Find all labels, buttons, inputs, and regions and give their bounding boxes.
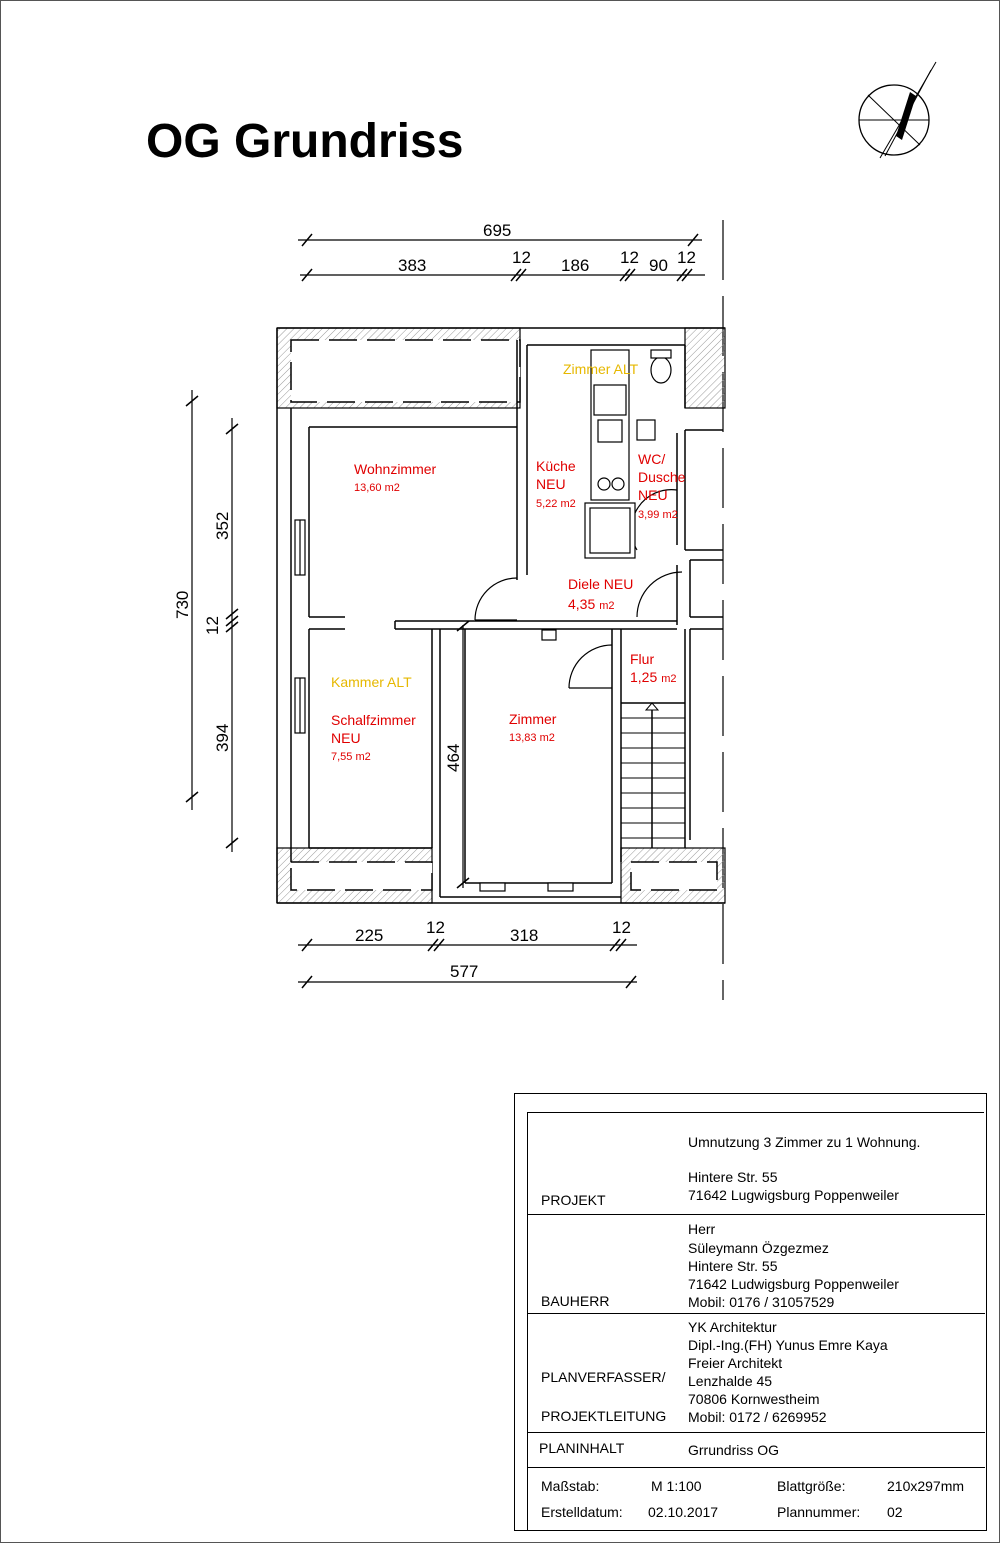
dim-bottom-12b: 12 [612,918,631,937]
dim-top-186: 186 [561,256,589,275]
room-area-schlafzimmer: 7,55 m2 [331,751,371,763]
title-block-divider [527,1467,985,1468]
massstab-label: Maßstab: [541,1478,600,1494]
room-label-zimmer: Zimmer [509,711,557,727]
room-label-kueche: Küche [536,458,576,474]
room-label-schlafzimmer-neu: NEU [331,730,361,746]
planinhalt-value: Grrundriss OG [688,1442,780,1458]
room-area-wohnzimmer: 13,60 m2 [354,482,400,494]
erstelldatum-value: 02.10.2017 [648,1504,719,1520]
dim-inner-464: 464 [444,744,463,772]
erstelldatum-label: Erstelldatum: [541,1504,623,1520]
title-block-inner [527,1112,984,1530]
roof-hatch [276,327,726,904]
dim-top-90: 90 [649,256,668,275]
windows [294,519,574,892]
dim-top-383: 383 [398,256,426,275]
massstab-value: M 1:100 [651,1478,702,1494]
blattgroesse-value: 210x297mm [887,1478,965,1494]
dim-bottom-total: 577 [450,962,478,981]
plannummer-label: Plannummer: [777,1504,861,1520]
dim-top-total: 695 [483,221,511,240]
planverfasser-line-1: YK Architektur [688,1319,777,1335]
kitchen-fixtures [541,349,672,641]
planverfasser-line-2: Dipl.-Ing.(FH) Yunus Emre Kaya [688,1337,888,1353]
projekt-line-1: Umnutzung 3 Zimmer zu 1 Wohnung. [688,1134,921,1150]
room-label-zimmer-alt: Zimmer ALT [563,361,639,377]
north-arrow-icon [858,61,937,159]
dim-top-12c: 12 [677,248,696,267]
projekt-label: PROJEKT [541,1192,606,1208]
title-block-divider [527,1432,985,1433]
title-block-divider [527,1214,985,1215]
walls [290,339,718,891]
blattgroesse-label: Blattgröße: [777,1478,846,1494]
dim-left-352: 352 [213,512,232,540]
title-block [514,1093,987,1531]
stair-treads [621,702,685,839]
dim-bottom-12a: 12 [426,918,445,937]
door-swings [474,489,683,689]
dim-left-12: 12 [203,616,222,635]
planverfasser-line-4: Lenzhalde 45 [688,1373,773,1389]
room-area-zimmer: 13,83 m2 [509,732,555,744]
room-label-wohnzimmer: Wohnzimmer [354,461,437,477]
planverfasser-label: PLANVERFASSER/ [541,1369,666,1385]
projekt-line-3: 71642 Lugwigsburg Poppenweiler [688,1187,899,1203]
room-area-kueche: 5,22 m2 [536,498,576,510]
dim-left-394: 394 [213,724,232,752]
bauherr-line-1: Herr [688,1221,716,1237]
projekt-line-2: Hintere Str. 55 [688,1169,778,1185]
bauherr-line-3: Hintere Str. 55 [688,1258,778,1274]
planverfasser-line-5: 70806 Kornwestheim [688,1391,820,1407]
dim-bottom-318: 318 [510,926,538,945]
bauherr-line-2: Süleymann Özgezmez [688,1240,829,1256]
room-area-wc: 3,99 m2 [638,509,678,521]
planinhalt-label: PLANINHALT [539,1440,625,1456]
room-label-kammer-alt: Kammer ALT [331,674,412,690]
bauherr-label: BAUHERR [541,1293,610,1309]
title-block-divider [527,1313,985,1314]
bauherr-line-5: Mobil: 0176 / 31057529 [688,1294,835,1310]
plannummer-value: 02 [887,1504,903,1520]
dim-top-12a: 12 [512,248,531,267]
room-label-kueche-neu: NEU [536,476,566,492]
room-label-wc-neu: NEU [638,487,668,503]
wall-lines [276,327,725,904]
room-label-diele: Diele NEU [568,576,633,592]
dim-top-12b: 12 [620,248,639,267]
bauherr-line-4: 71642 Ludwigsburg Poppenweiler [688,1276,899,1292]
room-label-wc: WC/ [638,451,665,467]
room-label-schlafzimmer: Schalfzimmer [331,712,416,728]
dim-bottom-225: 225 [355,926,383,945]
planverfasser-line-3: Freier Architekt [688,1355,783,1371]
room-label-dusche: Dusche [638,469,686,485]
room-label-flur: Flur [630,651,654,667]
drawing-title: OG Grundriss [146,115,464,168]
dim-left-total: 730 [173,591,192,619]
floor-plan: 695 383 12 186 12 90 12 225 12 318 12 57… [173,61,937,1000]
planverfasser-line-6: Mobil: 0172 / 6269952 [688,1409,827,1425]
projektleitung-label: PROJEKTLEITUNG [541,1408,667,1424]
